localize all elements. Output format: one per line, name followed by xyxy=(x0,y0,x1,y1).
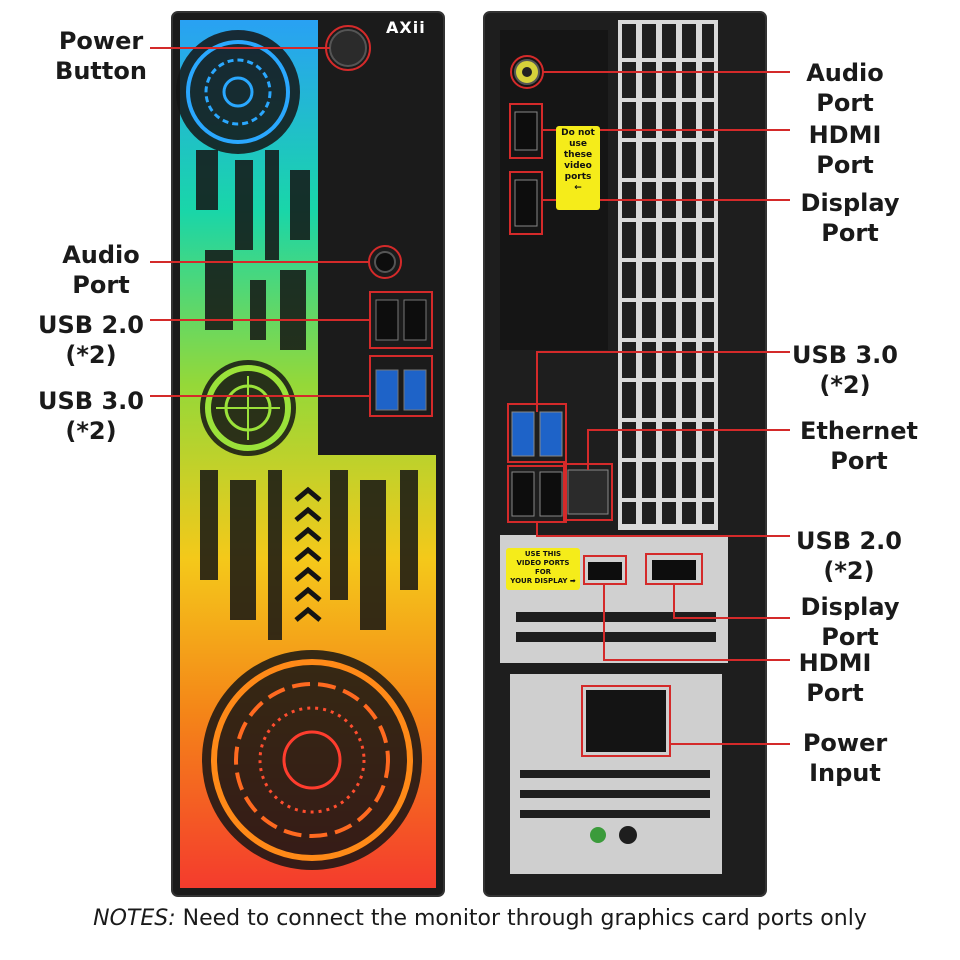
use-this-sticker: USE THIS VIDEO PORTS FOR YOUR DISPLAY ➡ xyxy=(506,548,580,590)
rear-callouts xyxy=(507,55,790,757)
notes-text: Need to connect the monitor through grap… xyxy=(175,906,867,931)
label-front-usb2: USB 2.0 (*2) xyxy=(38,311,144,369)
label-gpu-display-port: Display Port xyxy=(800,593,900,651)
label-rear-usb2: USB 2.0 (*2) xyxy=(796,527,902,585)
label-rear-audio-port: Audio Port xyxy=(806,59,884,117)
front-case xyxy=(171,11,445,897)
front-callouts xyxy=(150,25,433,417)
brand-logo: AXii xyxy=(386,18,426,37)
label-front-usb3: USB 3.0 (*2) xyxy=(38,387,144,445)
label-power-input: Power Input xyxy=(802,729,888,787)
label-rear-usb3: USB 3.0 (*2) xyxy=(792,341,898,399)
label-ethernet-port: Ethernet Port xyxy=(800,417,918,475)
label-power-button: Power Button xyxy=(55,27,147,85)
notes-prefix: NOTES: xyxy=(93,906,176,931)
rear-case xyxy=(483,11,767,897)
label-rear-display-port: Display Port xyxy=(800,189,900,247)
label-rear-hdmi-port: HDMI Port xyxy=(808,121,882,179)
do-not-use-sticker: Do not use these video ports ← xyxy=(556,126,600,210)
label-front-audio-port: Audio Port xyxy=(62,241,140,299)
label-gpu-hdmi-port: HDMI Port xyxy=(798,649,872,707)
notes-line: NOTES: Need to connect the monitor throu… xyxy=(0,906,960,931)
